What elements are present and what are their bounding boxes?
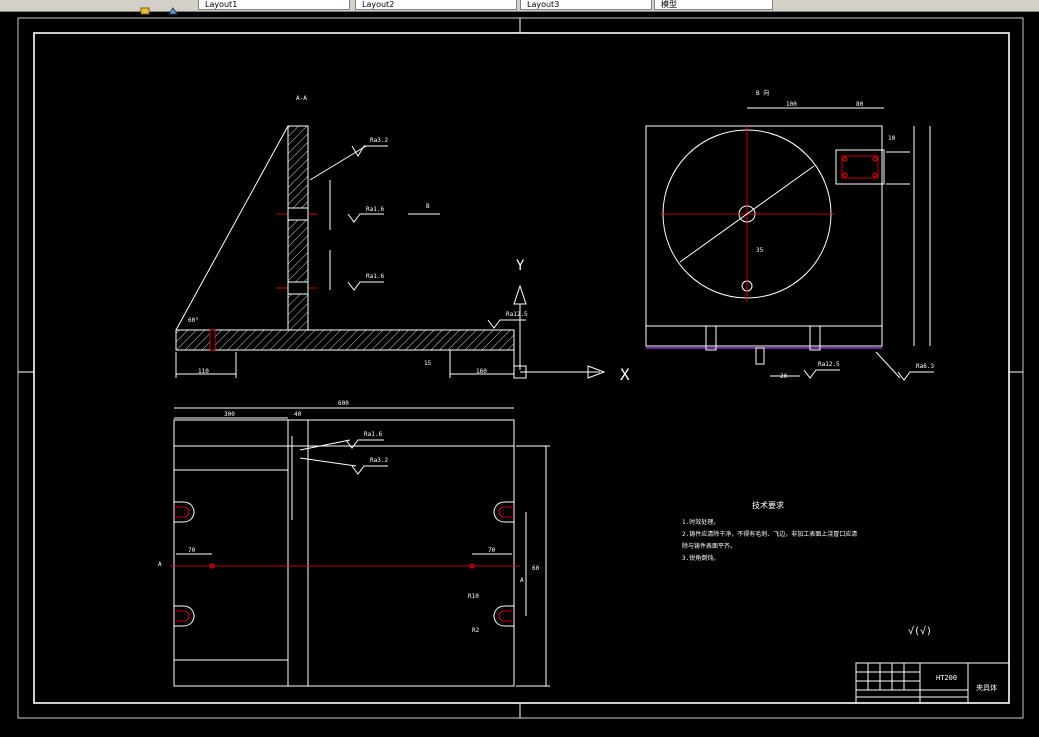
technical-requirements: 技术要求 1.时效处理。 2.铸件应清除干净，不得有毛刺、飞边，非加工表面上浇冒… xyxy=(682,500,932,637)
section-title: A-A xyxy=(296,95,307,102)
cut-label-a-left: A xyxy=(158,561,162,568)
layer-icon[interactable] xyxy=(140,0,150,15)
tab-label: Layout2 xyxy=(362,0,395,9)
rib-edge xyxy=(175,125,289,331)
roughness-r4: Ra12.5 xyxy=(506,311,528,318)
roughness-r5: Ra12.5 xyxy=(818,361,840,368)
tech-req-line-4: 3.锐角倒钝。 xyxy=(682,554,719,562)
tab-layout1[interactable]: Layout1 xyxy=(198,0,350,10)
drawing-canvas[interactable]: A-A 110 160 60° Ra3.2 Ra1.6 Ra1.6 Ra1 xyxy=(0,12,1039,737)
ucs-icon[interactable] xyxy=(168,0,178,15)
tab-layout2[interactable]: Layout2 xyxy=(355,0,517,10)
dim-160: 160 xyxy=(476,368,487,375)
title-material: HT200 xyxy=(936,674,957,682)
dim-r10: R10 xyxy=(468,593,479,600)
plan-outline xyxy=(173,419,515,687)
title-block: HT200 夹具体 xyxy=(855,662,1010,704)
tab-model[interactable]: 模型 xyxy=(654,0,773,10)
dim-60: 60 xyxy=(532,565,540,572)
tech-req-title: 技术要求 xyxy=(752,500,784,510)
tab-label: 模型 xyxy=(661,0,677,9)
tab-label: Layout3 xyxy=(527,0,560,9)
dim-10: 10 xyxy=(888,135,896,142)
cut-label-a-right: A xyxy=(520,577,524,584)
view-b: B 向 100 80 10 35 Ra12.5 Ra6.3 xyxy=(645,89,934,381)
general-roughness: √(√) xyxy=(908,625,932,637)
dim-80: 80 xyxy=(856,101,864,108)
dim-110: 110 xyxy=(198,368,209,375)
layout-tab-bar: Layout1 Layout2 Layout3 模型 xyxy=(0,0,1039,15)
axis-y-label: Y xyxy=(516,258,525,274)
dim-35: 35 xyxy=(756,247,764,254)
view-arrow-b: B xyxy=(426,203,430,210)
tech-req-line-2: 2.铸件应清除干净，不得有毛刺、飞边，非加工表面上浇冒口应清 xyxy=(682,530,857,538)
roughness-r2: Ra1.6 xyxy=(366,206,384,213)
base-plate xyxy=(175,329,515,351)
roughness-r3: Ra1.6 xyxy=(366,273,384,280)
dim-300: 300 xyxy=(224,411,235,418)
drawing-frame xyxy=(33,32,1010,704)
axis-x-label: X xyxy=(620,365,630,384)
dim-70-right: 70 xyxy=(488,547,496,554)
dim-r2: R2 xyxy=(472,627,480,634)
dim-70-left: 70 xyxy=(188,547,196,554)
title-part-name: 夹具体 xyxy=(976,683,997,692)
vertical-wall xyxy=(287,125,309,331)
tab-label: Layout1 xyxy=(205,0,238,9)
plan-view: A A 600 300 40 70 70 60 R10 R2 Ra1.6 Ra3… xyxy=(158,400,550,687)
tab-layout3[interactable]: Layout3 xyxy=(520,0,652,10)
dim-15: 15 xyxy=(424,360,432,367)
dim-600: 600 xyxy=(338,400,349,407)
dim-20: 20 xyxy=(780,373,788,380)
roughness-r1: Ra3.2 xyxy=(370,137,388,144)
roughness-r7: Ra1.6 xyxy=(364,431,382,438)
tech-req-line-1: 1.时效处理。 xyxy=(682,518,719,526)
tech-req-line-3: 除与铸件表面平齐。 xyxy=(682,542,736,550)
dim-angle: 60° xyxy=(188,317,199,324)
dim-40: 40 xyxy=(294,411,302,418)
roughness-r8: Ra3.2 xyxy=(370,457,388,464)
section-view-aa: A-A 110 160 60° Ra3.2 Ra1.6 Ra1.6 Ra1 xyxy=(175,95,630,384)
dim-100: 100 xyxy=(786,101,797,108)
roughness-r6: Ra6.3 xyxy=(916,363,934,370)
view-b-title: B 向 xyxy=(756,89,769,97)
